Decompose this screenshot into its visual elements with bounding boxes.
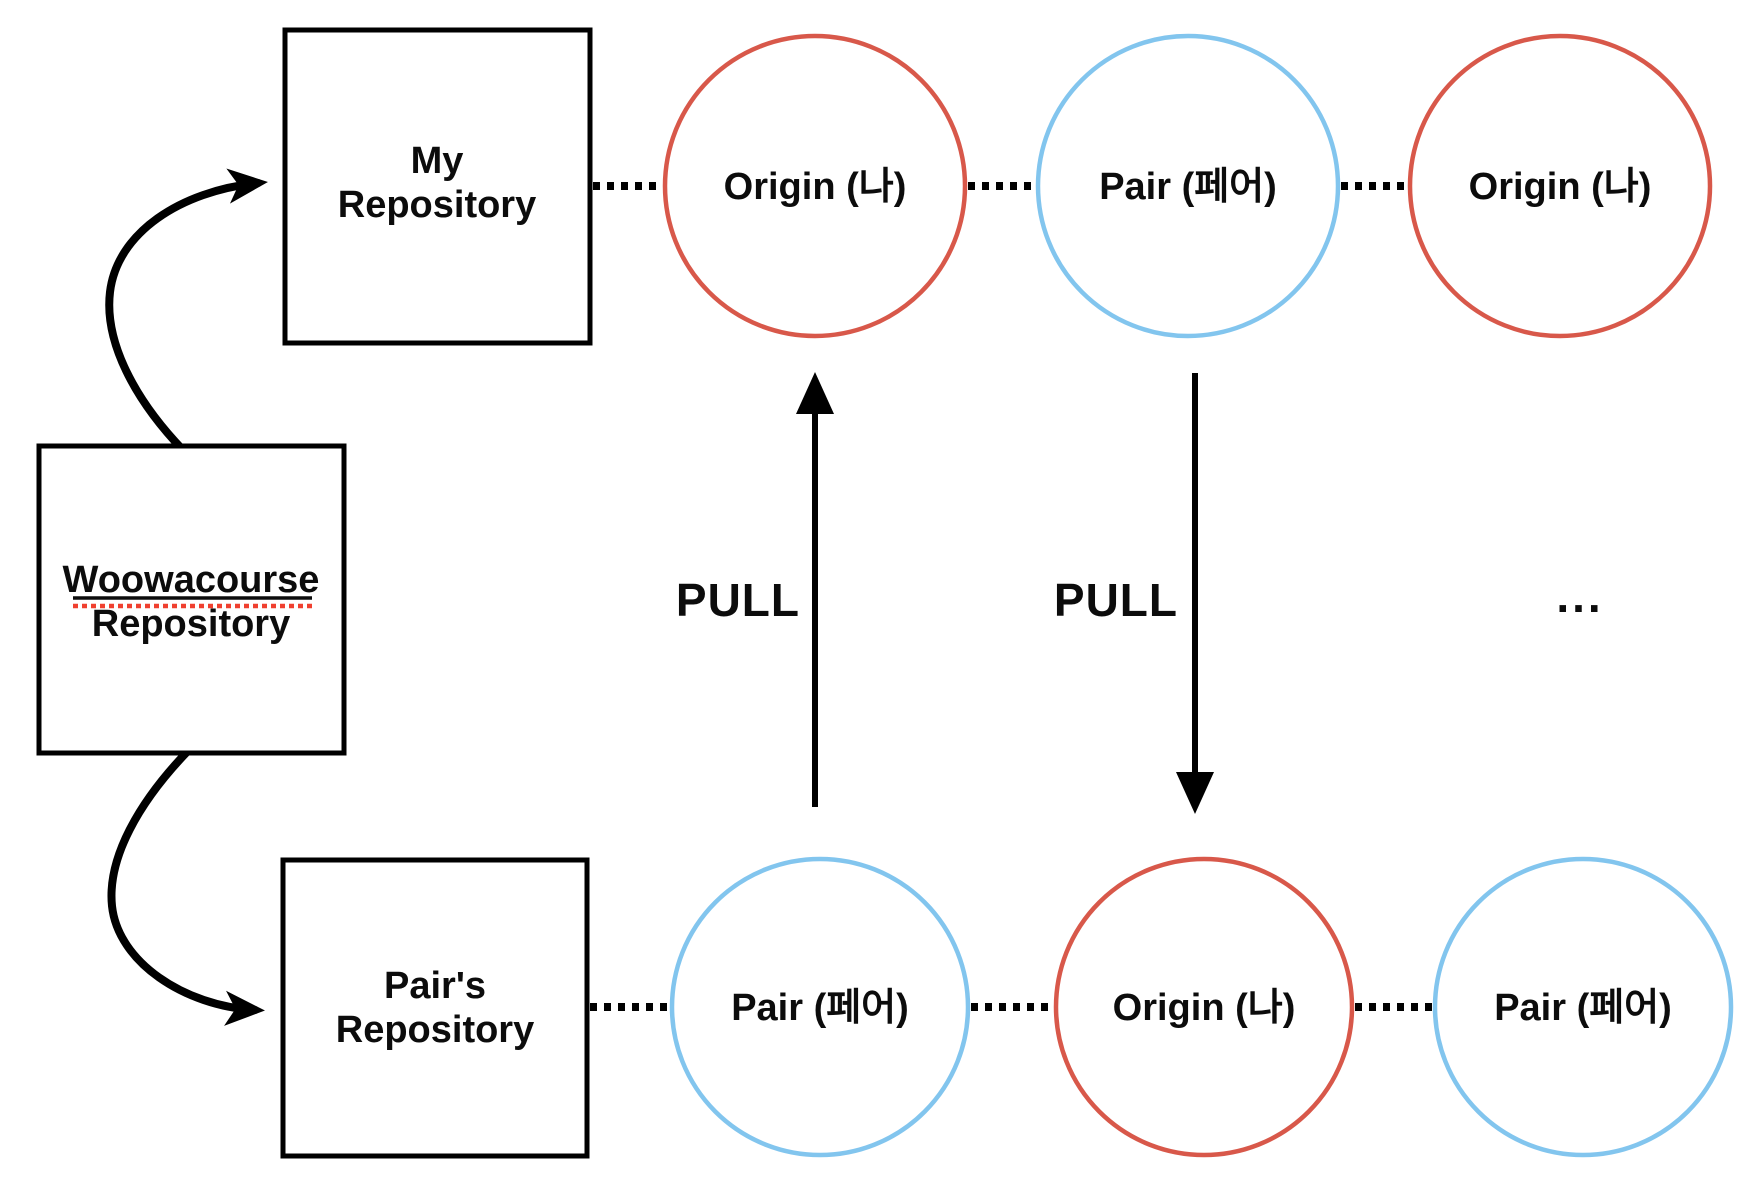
top-commit-pair-label: Pair (페어) (1099, 166, 1277, 208)
pull-up-arrowhead (796, 372, 834, 414)
top-commit-origin-2 (1407, 33, 1713, 339)
pairs-repository-label-line2: Repository (336, 1009, 534, 1051)
pairs-repository-box (280, 857, 590, 1159)
top-commit-row: Origin (나) Pair (페어) Origin (나) (593, 33, 1713, 339)
pull-right-label: PULL (1054, 574, 1178, 626)
bottom-commit-pair-2-label: Pair (페어) (1494, 987, 1672, 1029)
repo-boxes: My Repository Woowacourse Repository Pai… (36, 27, 593, 1159)
top-commit-origin-1 (662, 33, 968, 339)
arrow-woowacourse-to-pairs-repo (107, 748, 265, 1026)
my-repository-label-line1: My (411, 140, 464, 182)
bottom-commit-row: Pair (페어) Origin (나) Pair (페어) (590, 856, 1734, 1158)
woowacourse-repository-label-line2: Repository (92, 603, 290, 645)
fork-arrows (105, 168, 268, 1026)
woowacourse-repository-label-line1: Woowacourse (63, 559, 320, 601)
bottom-commit-pair-1-label: Pair (페어) (731, 987, 909, 1029)
top-commit-origin-2-label: Origin (나) (1469, 166, 1652, 208)
pull-left-label: PULL (676, 574, 800, 626)
pairs-repository-label-line1: Pair's (384, 965, 486, 1007)
pull-down-arrowhead (1176, 772, 1214, 814)
bottom-commit-origin-label: Origin (나) (1113, 987, 1296, 1029)
arrow-woowacourse-to-my-repo (105, 168, 268, 454)
top-commit-pair (1035, 33, 1341, 339)
my-repository-box (282, 27, 593, 346)
continuation-ellipsis: ... (1556, 570, 1603, 622)
top-commit-origin-1-label: Origin (나) (724, 166, 907, 208)
pull-arrows: PULL PULL (676, 372, 1214, 814)
bottom-commit-pair-2 (1432, 856, 1734, 1158)
bottom-commit-pair-1 (669, 856, 971, 1158)
bottom-commit-origin (1053, 856, 1355, 1158)
my-repository-label-line2: Repository (338, 184, 536, 226)
